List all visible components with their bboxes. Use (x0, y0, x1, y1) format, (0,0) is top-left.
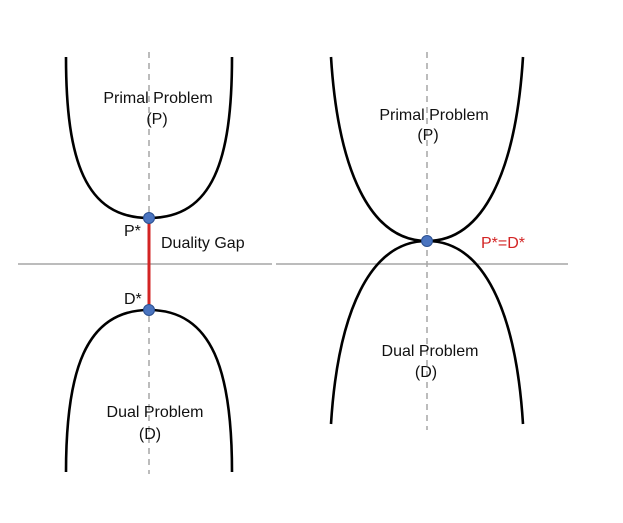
right-primal-symbol: (P) (417, 127, 438, 144)
p-star-label: P* (124, 223, 141, 240)
right-primal-title: Primal Problem (379, 107, 488, 124)
duality-gap-label: Duality Gap (161, 235, 245, 252)
left-primal-curve (64, 56, 234, 220)
optimum-point (421, 235, 433, 247)
left-dual-title: Dual Problem (107, 404, 204, 421)
d-star-point (143, 304, 155, 316)
left-primal-title: Primal Problem (103, 90, 212, 107)
d-star-label: D* (124, 291, 142, 308)
p-star-point (143, 212, 155, 224)
right-primal-curve (329, 56, 525, 243)
equality-label: P*=D* (481, 235, 525, 252)
left-primal-symbol: (P) (146, 111, 167, 128)
left-dual-symbol: (D) (139, 426, 161, 443)
right-dual-symbol: (D) (415, 364, 437, 381)
left-dual-curve (64, 308, 234, 473)
right-dual-title: Dual Problem (382, 343, 479, 360)
